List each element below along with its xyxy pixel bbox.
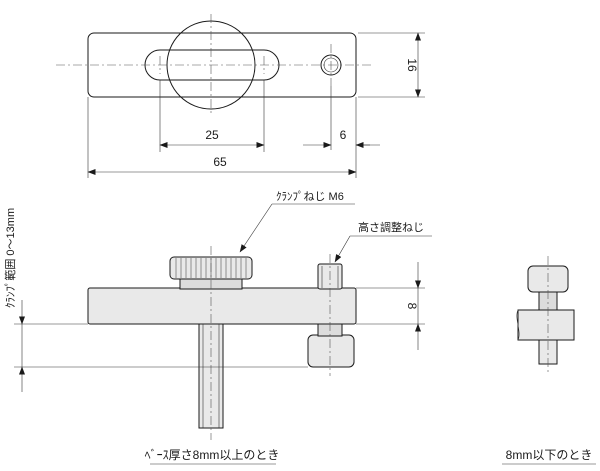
knurl-pattern — [175, 258, 247, 278]
front-view: ｸﾗﾝﾌﾟねじ M6 高さ調整ねじ 8 ｸﾗﾝﾌﾟ範囲 0～13mm — [3, 190, 432, 440]
dimension-65: 65 — [213, 155, 227, 169]
clamp-range-label: ｸﾗﾝﾌﾟ範囲 0～13mm — [3, 208, 17, 308]
dimension-16: 16 — [405, 58, 419, 72]
base-plate-outline — [87, 32, 357, 98]
side-view-thin-base — [516, 256, 575, 374]
top-view: 16 25 6 65 — [56, 14, 425, 178]
caption-thin-base: 8mm以下のとき — [506, 448, 593, 462]
height-screw-head — [307, 334, 355, 368]
height-screw-leader — [334, 235, 351, 263]
caption-thick-base: ﾍﾞｰｽ厚さ8mm以上のとき — [145, 448, 280, 462]
height-screw-label: 高さ調整ねじ — [358, 220, 424, 234]
base-plate — [87, 287, 357, 325]
clamp-screw-leader — [239, 203, 273, 253]
break-line — [516, 309, 520, 341]
side-base-section — [517, 309, 575, 341]
dimension-6: 6 — [340, 128, 347, 142]
dimension-8: 8 — [405, 303, 419, 310]
dimension-25: 25 — [205, 128, 219, 142]
clamp-screw-label: ｸﾗﾝﾌﾟねじ M6 — [276, 190, 344, 203]
